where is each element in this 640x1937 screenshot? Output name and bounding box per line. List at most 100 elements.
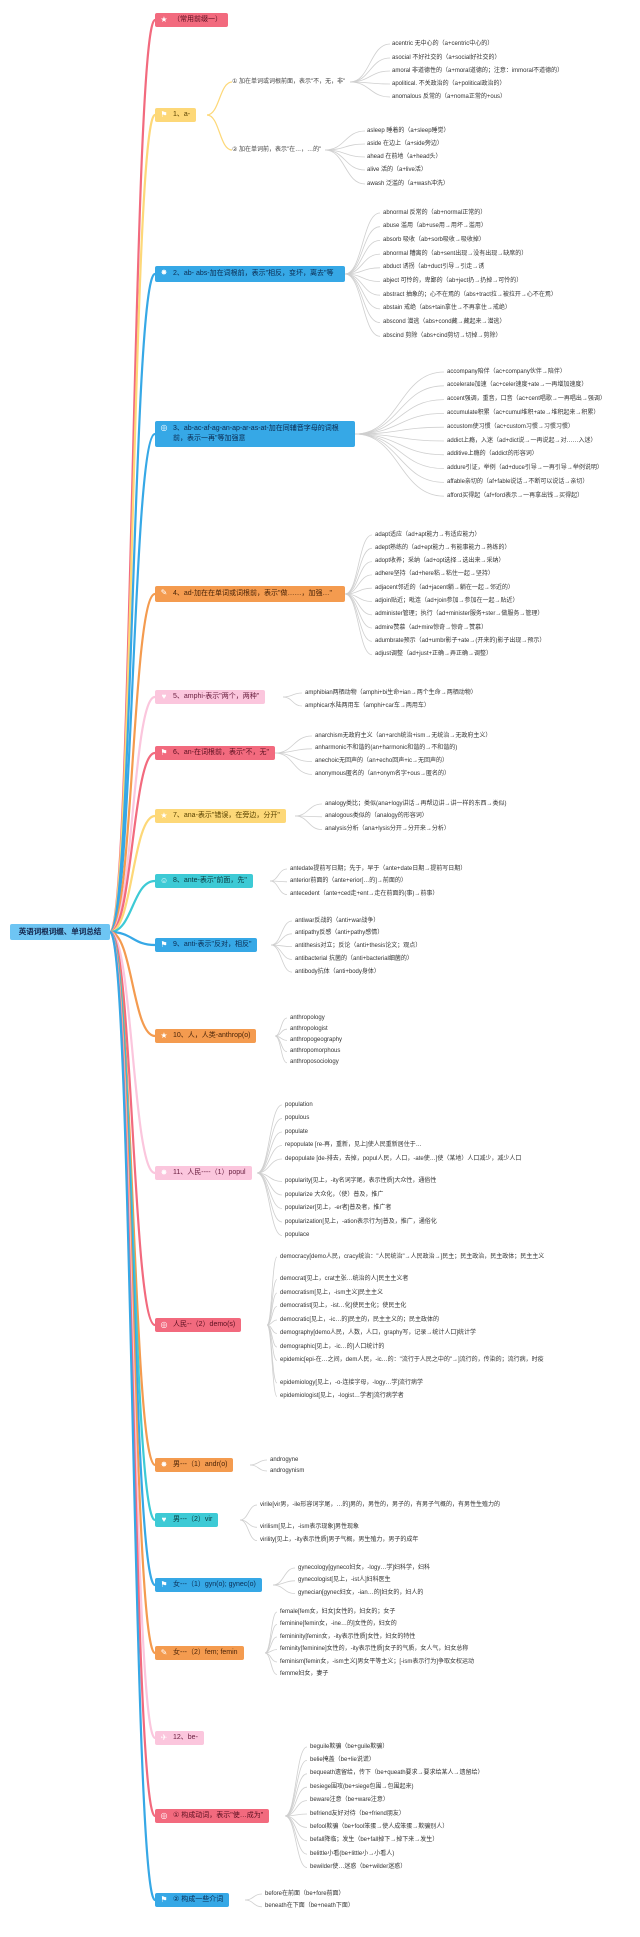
leaf-node[interactable]: androgyne xyxy=(270,1456,299,1463)
leaf-node[interactable]: popularity[见上，-ity名词字尾，表示性质]大众性，通俗性 xyxy=(285,1178,437,1184)
branch-3[interactable]: ✸2、ab- abs-加在词根前，表示"相反，变坏，离去"等 xyxy=(155,266,345,282)
leaf-node[interactable]: accustom使习惯（ac+custom习惯→习惯习惯） xyxy=(447,423,574,430)
leaf-node[interactable]: epidemic[epi-在…之间，dem人民，-ic…的："流行于人民之中的"… xyxy=(280,1357,544,1363)
leaf-node[interactable]: adjoin贴近；毗连（ad+join参加→参加在一起→贴近） xyxy=(375,598,519,604)
leaf-node[interactable]: populace xyxy=(285,1232,310,1238)
leaf-node[interactable]: demography[demo人民，人数，人口，graphy写，记录→统计人口]… xyxy=(280,1330,477,1336)
leaf-node[interactable]: beguile欺骗（be+guile欺骗） xyxy=(310,1743,389,1750)
leaf-node[interactable]: administer管理；执行（ad+minister服务+ster→做服务→管… xyxy=(375,611,544,618)
leaf-node[interactable]: depopulate [de-排去，去掉，popul人民，人口，-ate使…]使… xyxy=(285,1155,522,1162)
leaf-node[interactable]: accent强调，重音，口音（ac+cent唱歌→一再唱出→强调） xyxy=(447,396,606,403)
leaf-node[interactable]: antibacterial 抗菌的（anti+bacterial细菌的） xyxy=(295,955,413,962)
leaf-node[interactable]: abstain 戒绝（abs+tain拿住→不再拿住→戒绝） xyxy=(383,305,511,312)
leaf-node[interactable]: antecedent（ante+ced走+ent→走在前面的(事)→前事） xyxy=(290,891,439,898)
leaf-node[interactable]: femme妇女，妻子 xyxy=(280,1671,329,1677)
leaf-node[interactable]: virile[vir男，-ile形容词字尾，…的]男的，男性的，男子的，有男子气… xyxy=(260,1501,501,1508)
leaf-node[interactable]: abscind 剪除（abs+cind剪切→切掉→剪除） xyxy=(383,332,502,339)
leaf-node[interactable]: befall降临；发生（be+fall掉下→掉下来→发生） xyxy=(310,1837,439,1844)
leaf-node[interactable]: bequeath遗留给，传下（be+queath要求→要求给某人→遗留给） xyxy=(310,1770,484,1777)
leaf-node[interactable]: anterior前面的（ante+erior[…的]→前面的） xyxy=(290,878,407,885)
leaf-node[interactable]: adopt收养；采纳（ad+opt选择→选出来→采纳） xyxy=(375,558,505,565)
leaf-node[interactable]: gynecian[gynec妇女，-ian…的]妇女的，妇人的 xyxy=(298,1590,424,1597)
leaf-node[interactable]: accompany陪伴（ac+company伙伴→陪伴） xyxy=(447,368,566,375)
leaf-node[interactable]: befriend友好对待（be+friend朋友） xyxy=(310,1810,405,1817)
leaf-node[interactable]: virilism[见上，-ism表示现象]男性现象 xyxy=(260,1523,359,1530)
leaf-node[interactable]: democratism[见上，-ism主义]民主主义 xyxy=(280,1289,384,1296)
leaf-node[interactable]: virility[见上，-ity表示性质]男子气概，男生殖力，男子的成年 xyxy=(260,1537,419,1544)
leaf-node[interactable]: feminine[femin女，-ine…的]女性的，妇女的 xyxy=(280,1621,397,1627)
leaf-node[interactable]: abnormal 反常的（ab+normal正常的） xyxy=(383,209,487,216)
branch-9[interactable]: ☺8、ante-表示"前面，先" xyxy=(155,874,253,888)
leaf-node[interactable]: ahead 在前地（a+head头） xyxy=(367,153,442,160)
leaf-node[interactable]: population xyxy=(285,1101,313,1108)
leaf-node[interactable]: feminity[feminine]女性的，-ity表示性质]女子的气质，女人气… xyxy=(280,1646,469,1652)
leaf-node[interactable]: antedate提前写日期；先于，早于（ante+date日期→提前写日期） xyxy=(290,865,467,872)
leaf-node[interactable]: anonymous匿名的（an+onym名字+ous→匿名的） xyxy=(315,770,451,777)
leaf-node[interactable]: epidemiology[见上，-o-连接字母，-logy…学]流行病学 xyxy=(280,1379,424,1386)
leaf-node[interactable]: democracy[demo人民，cracy统治："人民统治"→人民政治→]民主… xyxy=(280,1253,545,1260)
branch-17[interactable]: ✎女---（2）fem; femin xyxy=(155,1646,244,1660)
leaf-node[interactable]: admire赞慕（ad+mire惊奇→惊奇→赞慕） xyxy=(375,624,488,631)
branch-20[interactable]: ⚑② 构成一些介词 xyxy=(155,1893,230,1907)
branch-10[interactable]: ⚑9、anti-表示"反对，相反" xyxy=(155,938,258,952)
root-topic[interactable]: 英语词根词缀、单词总结 xyxy=(10,924,110,940)
leaf-node[interactable]: belie掩盖（be+lie说谎） xyxy=(310,1756,375,1763)
branch-11[interactable]: ★10、人，人类-anthrop(o) xyxy=(155,1029,257,1043)
leaf-node[interactable]: adumbrate预示（ad+umbr影子+ate→(开来的)影子出现→预示） xyxy=(375,637,546,644)
branch-1[interactable]: ★（常用前缀一） xyxy=(155,13,228,27)
leaf-node[interactable]: democratist[见上，-ist…化]使民主化；使民主化 xyxy=(280,1303,407,1309)
leaf-node[interactable]: androgynism xyxy=(270,1467,305,1474)
branch-16[interactable]: ⚑女---（1）gyn(o); gynec(o) xyxy=(155,1578,262,1592)
leaf-node[interactable]: abscond 潜逃（abs+cond藏→藏起来→潜逃） xyxy=(383,319,506,326)
leaf-node[interactable]: afford买得起（af+ford表示→一再拿出钱→买得起） xyxy=(447,492,584,499)
branch-19[interactable]: ◎① 构成动词，表示"使…成为" xyxy=(155,1809,270,1823)
leaf-node[interactable]: epidemiologist[见上，-logist…学者]流行病学者 xyxy=(280,1393,404,1399)
leaf-node[interactable]: antiwar反战的（anti+war战争） xyxy=(295,917,380,924)
branch-15[interactable]: ♥男---（2）vir xyxy=(155,1513,219,1527)
leaf-node[interactable]: accelerate加速（ac+celer速度+ate→一再增加速度） xyxy=(447,382,588,389)
leaf-node[interactable]: alive 活的（a+live活） xyxy=(367,166,427,173)
leaf-node[interactable]: feminism[femin女，-ism主义]男女平等主义；[-ism表示行为]… xyxy=(280,1658,475,1665)
leaf-node[interactable]: popularizer[见上，-er者]普及者，推广者 xyxy=(285,1205,392,1211)
leaf-node[interactable]: gynecologist[见上，-ist人]妇科医生 xyxy=(298,1577,391,1584)
leaf-node[interactable]: beware注意（be+ware注意） xyxy=(310,1797,389,1804)
leaf-node[interactable]: democratic[见上，-ic…的]民主的，民主主义的；民主政体的 xyxy=(280,1316,440,1323)
leaf-node[interactable]: accumulate积累（ac+cumul堆积+ate→堆积起来→积累） xyxy=(447,409,600,416)
branch-4[interactable]: ◎3、ab-ac-af-ag-an-ap-ar-as-at-加在同辅音字母的词根… xyxy=(155,421,355,447)
leaf-node[interactable]: repopulate [re-再，重新，见上]使人民重新居住于… xyxy=(285,1142,422,1148)
leaf-node[interactable]: addict上瘾，入迷（ad+dict说→一再说起→对……入迷） xyxy=(447,437,597,444)
leaf-node[interactable]: awash 泛滥的（a+wash冲洗） xyxy=(367,180,449,187)
leaf-node[interactable]: abduct 诱拐（ab+duct引导→引走→诱 xyxy=(383,264,485,271)
leaf-node[interactable]: popularization[见上，-ation表示行为]普及，推广，通俗化 xyxy=(285,1218,437,1225)
leaf-node[interactable]: absorb 吸收（ab+sorb吸收→吸收掉） xyxy=(383,236,485,243)
leaf-node[interactable]: aside 在边上（a+side旁边） xyxy=(367,140,443,147)
branch-6[interactable]: ♥5、amphi-表示"两个，两种" xyxy=(155,690,266,704)
leaf-node[interactable]: gynecology[gyneco妇女，-logy…学]妇科学，妇科 xyxy=(298,1564,431,1571)
leaf-node[interactable]: demographic[见上，-ic…的]人口统计的 xyxy=(280,1343,385,1350)
leaf-node[interactable]: anechoic无回声的（an+echo回声+ic→无回声的） xyxy=(315,758,449,765)
leaf-node[interactable]: anthroposociology xyxy=(290,1059,339,1066)
leaf-node[interactable]: femininity[femin女，-ity表示性质]女性，妇女的特性 xyxy=(280,1633,416,1640)
leaf-node[interactable]: besiege围攻(be+siege包围→包围起来) xyxy=(310,1783,414,1790)
leaf-node[interactable]: antibody抗体（anti+body身体） xyxy=(295,968,380,975)
a-subgroup-2[interactable]: ② 加在单词前，表示"在…，…的" xyxy=(232,147,322,153)
leaf-node[interactable]: adhere坚持（ad+here粘→粘住一起→坚持） xyxy=(375,571,494,578)
leaf-node[interactable]: amphibian两栖动物（amphi+bi生命+ian→两个生命→两栖动物） xyxy=(305,689,477,696)
leaf-node[interactable]: female[fem女，妇女]女性的，妇女的；女子 xyxy=(280,1608,396,1615)
leaf-node[interactable]: anthropomorphous xyxy=(290,1048,341,1055)
leaf-node[interactable]: anomalous 反常的（a+noma正常的+ous） xyxy=(392,93,507,100)
branch-5[interactable]: ✎4、ad-加在在单词或词根前，表示"做……，加强…" xyxy=(155,586,345,602)
leaf-node[interactable]: anthropogeography xyxy=(290,1036,343,1043)
leaf-node[interactable]: anthropologist xyxy=(290,1025,328,1032)
branch-13[interactable]: ◎人民--（2）demo(s) xyxy=(155,1318,242,1332)
leaf-node[interactable]: adjacent邻近的（ad+jacent躺→躺在一起→邻近的） xyxy=(375,584,514,591)
leaf-node[interactable]: amoral 非道德性的（a+moral道德的；注意：immoral不道德的） xyxy=(392,67,564,74)
leaf-node[interactable]: amphicar水陆两用车（amphi+car车→两用车） xyxy=(305,702,430,709)
leaf-node[interactable]: before在前面（be+fore前面） xyxy=(265,1890,345,1897)
branch-12[interactable]: ✸11、人民----（1）popul xyxy=(155,1166,252,1180)
leaf-node[interactable]: beneath在下面（be+neath下面） xyxy=(265,1903,354,1910)
a-subgroup-1[interactable]: ① 加在单词或词根前面，表示"不，无，非" xyxy=(232,79,346,85)
leaf-node[interactable]: addure引证，举例（ad+duce引导→一再引导→举例说明） xyxy=(447,465,603,472)
leaf-node[interactable]: abject 可怜的，卑鄙的（ab+ject扔→扔掉→可怜的） xyxy=(383,278,523,284)
leaf-node[interactable]: bewilder使…迷惑（be+wilder迷惑） xyxy=(310,1864,407,1871)
